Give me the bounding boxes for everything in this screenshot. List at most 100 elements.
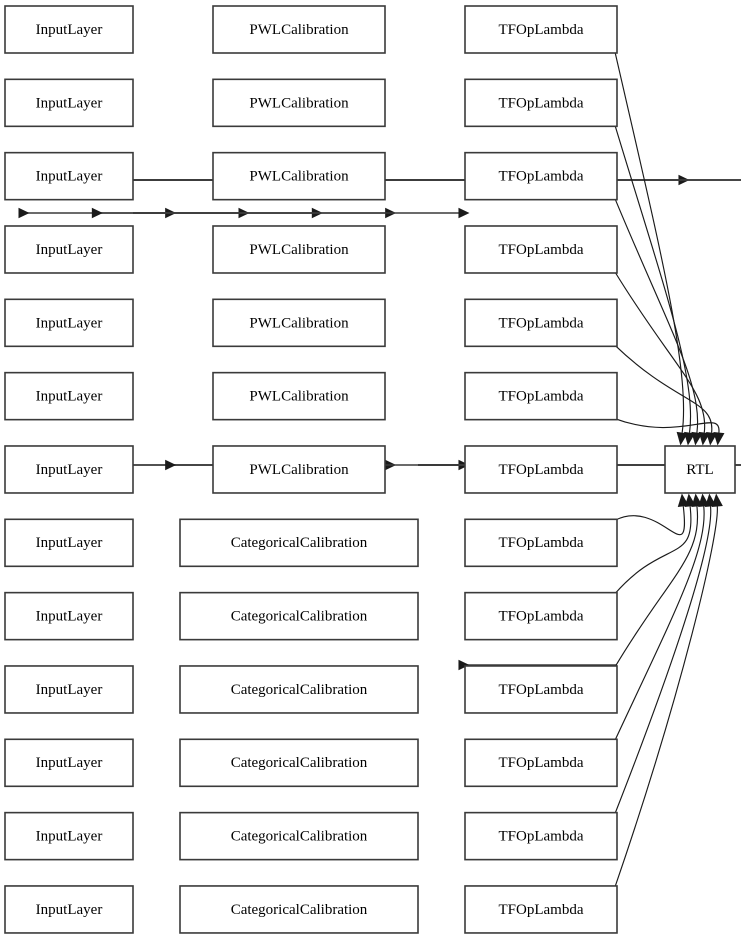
node-calibration-12[interactable]: CategoricalCalibration — [179, 811, 419, 861]
node-input-layer-11-rect — [4, 738, 134, 788]
node-tfoplambda-7[interactable]: TFOpLambda — [464, 445, 618, 494]
node-tfoplambda-6[interactable]: TFOpLambda — [464, 371, 618, 421]
node-input-layer-5-label: InputLayer — [36, 315, 103, 331]
edge-lambda-to-rtl-13-path — [614, 506, 718, 888]
node-input-layer-13-rect — [4, 885, 134, 934]
node-tfoplambda-11-rect — [464, 738, 618, 788]
node-tfoplambda-13[interactable]: TFOpLambda — [464, 885, 618, 934]
node-input-layer-2[interactable]: InputLayer — [4, 78, 134, 128]
node-tfoplambda-10-rect — [464, 665, 618, 714]
node-calibration-4[interactable]: PWLCalibration — [212, 225, 386, 274]
node-input-layer-11[interactable]: InputLayer — [4, 738, 134, 788]
node-input-layer-2-rect — [4, 78, 134, 128]
edge-lambda-to-rtl-9-path — [614, 506, 692, 595]
edge-lambda-to-rtl-4-head — [698, 431, 710, 446]
node-input-layer-12-rect — [4, 811, 134, 861]
node-tfoplambda-8-rect — [464, 518, 618, 568]
node-tfoplambda-13-label: TFOpLambda — [499, 902, 584, 918]
node-input-layer-12[interactable]: InputLayer — [4, 811, 134, 861]
node-input-layer-1-rect — [4, 5, 134, 54]
node-calibration-2-rect — [212, 78, 386, 128]
node-calibration-13[interactable]: CategoricalCalibration — [179, 885, 419, 934]
node-input-layer-9[interactable]: InputLayer — [4, 591, 134, 641]
node-input-layer-2-label: InputLayer — [36, 95, 103, 111]
node-input-layer-10-rect — [4, 665, 134, 714]
node-input-layer-8[interactable]: InputLayer — [4, 518, 134, 568]
edge-lambda-to-rtl-11-path — [614, 506, 705, 741]
node-calibration-2[interactable]: PWLCalibration — [212, 78, 386, 128]
node-tfoplambda-8[interactable]: TFOpLambda — [464, 518, 618, 568]
node-tfoplambda-5-rect — [464, 298, 618, 348]
node-input-layer-10[interactable]: InputLayer — [4, 665, 134, 714]
node-tfoplambda-7-rect — [464, 445, 618, 494]
node-calibration-8-rect — [179, 518, 419, 568]
node-tfoplambda-11[interactable]: TFOpLambda — [464, 738, 618, 788]
node-calibration-11-label: CategoricalCalibration — [231, 755, 368, 771]
node-calibration-1[interactable]: PWLCalibration — [212, 5, 386, 54]
node-tfoplambda-5[interactable]: TFOpLambda — [464, 298, 618, 348]
node-input-layer-7-label: InputLayer — [36, 462, 103, 478]
node-tfoplambda-4-label: TFOpLambda — [499, 242, 584, 258]
node-calibration-7-label: PWLCalibration — [249, 462, 349, 478]
node-calibration-10[interactable]: CategoricalCalibration — [179, 665, 419, 714]
node-tfoplambda-12-rect — [464, 811, 618, 861]
node-calibration-6-rect — [212, 371, 386, 421]
node-calibration-9-rect — [179, 591, 419, 641]
node-input-layer-4-rect — [4, 225, 134, 274]
node-input-layer-6[interactable]: InputLayer — [4, 371, 134, 421]
edge-lambda-to-rtl-4-path — [614, 271, 706, 433]
edge-lambda-to-rtl-1-path — [614, 51, 685, 433]
node-tfoplambda-3-label: TFOpLambda — [499, 169, 584, 185]
node-rtl-output-label: RTL — [686, 462, 713, 478]
node-input-layer-3[interactable]: InputLayer — [4, 151, 134, 201]
node-calibration-6[interactable]: PWLCalibration — [212, 371, 386, 421]
node-input-layer-1[interactable]: InputLayer — [4, 5, 134, 54]
node-tfoplambda-4[interactable]: TFOpLambda — [464, 225, 618, 274]
node-calibration-4-label: PWLCalibration — [249, 242, 349, 258]
469.48 — [133, 207, 470, 219]
node-tfoplambda-7-label: TFOpLambda — [499, 462, 584, 478]
node-calibration-10-rect — [179, 665, 419, 714]
node-tfoplambda-1[interactable]: TFOpLambda — [464, 5, 618, 54]
node-calibration-1-rect — [212, 5, 386, 54]
node-input-layer-12-label: InputLayer — [36, 829, 103, 845]
node-input-layer-4-label: InputLayer — [36, 242, 103, 258]
node-tfoplambda-3[interactable]: TFOpLambda — [464, 151, 618, 201]
node-calibration-7[interactable]: PWLCalibration — [212, 445, 386, 494]
node-calibration-11-rect — [179, 738, 419, 788]
node-tfoplambda-2-rect — [464, 78, 618, 128]
node-rtl-output[interactable]: RTL — [664, 445, 736, 494]
edge-lambda-to-rtl-3-head — [691, 431, 703, 446]
edge-lambda-to-rtl-13-head — [711, 493, 723, 507]
176.16-head — [165, 459, 177, 471]
node-tfoplambda-1-label: TFOpLambda — [499, 22, 584, 38]
node-calibration-5-label: PWLCalibration — [249, 315, 349, 331]
node-calibration-12-rect — [179, 811, 419, 861]
node-input-layer-4[interactable]: InputLayer — [4, 225, 134, 274]
node-tfoplambda-2[interactable]: TFOpLambda — [464, 78, 618, 128]
node-input-layer-13[interactable]: InputLayer — [4, 885, 134, 934]
node-input-layer-7[interactable]: InputLayer — [4, 445, 134, 494]
node-tfoplambda-12[interactable]: TFOpLambda — [464, 811, 618, 861]
node-tfoplambda-13-rect — [464, 885, 618, 934]
node-input-layer-7-rect — [4, 445, 134, 494]
node-calibration-8[interactable]: CategoricalCalibration — [179, 518, 419, 568]
node-calibration-11[interactable]: CategoricalCalibration — [179, 738, 419, 788]
node-tfoplambda-10[interactable]: TFOpLambda — [464, 665, 618, 714]
node-calibration-8-label: CategoricalCalibration — [231, 535, 368, 551]
node-tfoplambda-9[interactable]: TFOpLambda — [464, 591, 618, 641]
node-tfoplambda-12-label: TFOpLambda — [499, 829, 584, 845]
edge-lambda-to-rtl-1-head — [676, 431, 688, 446]
node-calibration-3[interactable]: PWLCalibration — [212, 151, 386, 201]
edge-lambda-to-rtl-8-path — [614, 506, 685, 536]
node-calibration-1-label: PWLCalibration — [249, 22, 349, 38]
edge-lambda-to-rtl-1 — [614, 51, 688, 446]
node-input-layer-3-label: InputLayer — [36, 169, 103, 185]
edge-lambda-to-rtl-5 — [614, 344, 718, 446]
node-input-layer-5[interactable]: InputLayer — [4, 298, 134, 348]
node-calibration-5[interactable]: PWLCalibration — [212, 298, 386, 348]
node-calibration-9[interactable]: CategoricalCalibration — [179, 591, 419, 641]
node-input-layer-10-label: InputLayer — [36, 682, 103, 698]
